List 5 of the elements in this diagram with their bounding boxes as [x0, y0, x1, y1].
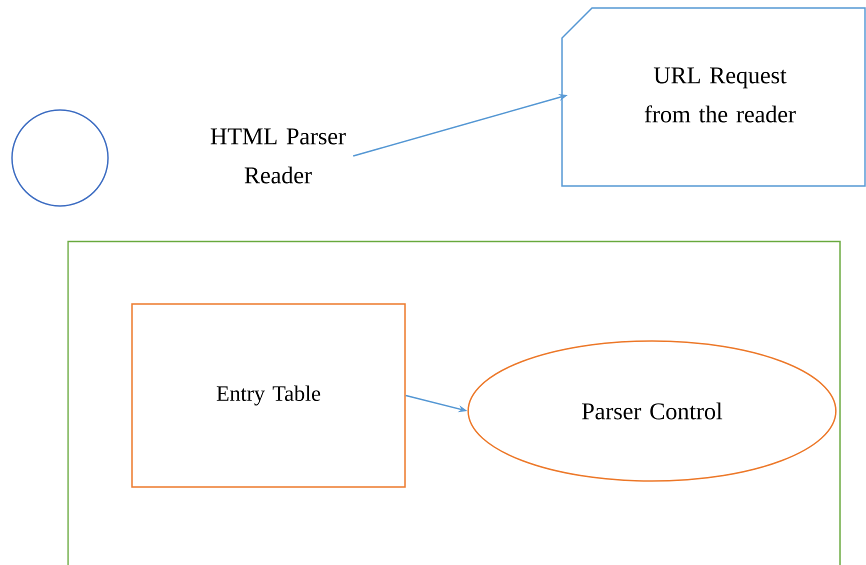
- circle-shape: [11, 109, 109, 207]
- snipped-corner-box: URL Request from the reader: [561, 7, 866, 187]
- process-box: [67, 240, 841, 565]
- node-label: HTML Parser Reader: [210, 128, 346, 184]
- process-box: Entry Table: [131, 303, 406, 488]
